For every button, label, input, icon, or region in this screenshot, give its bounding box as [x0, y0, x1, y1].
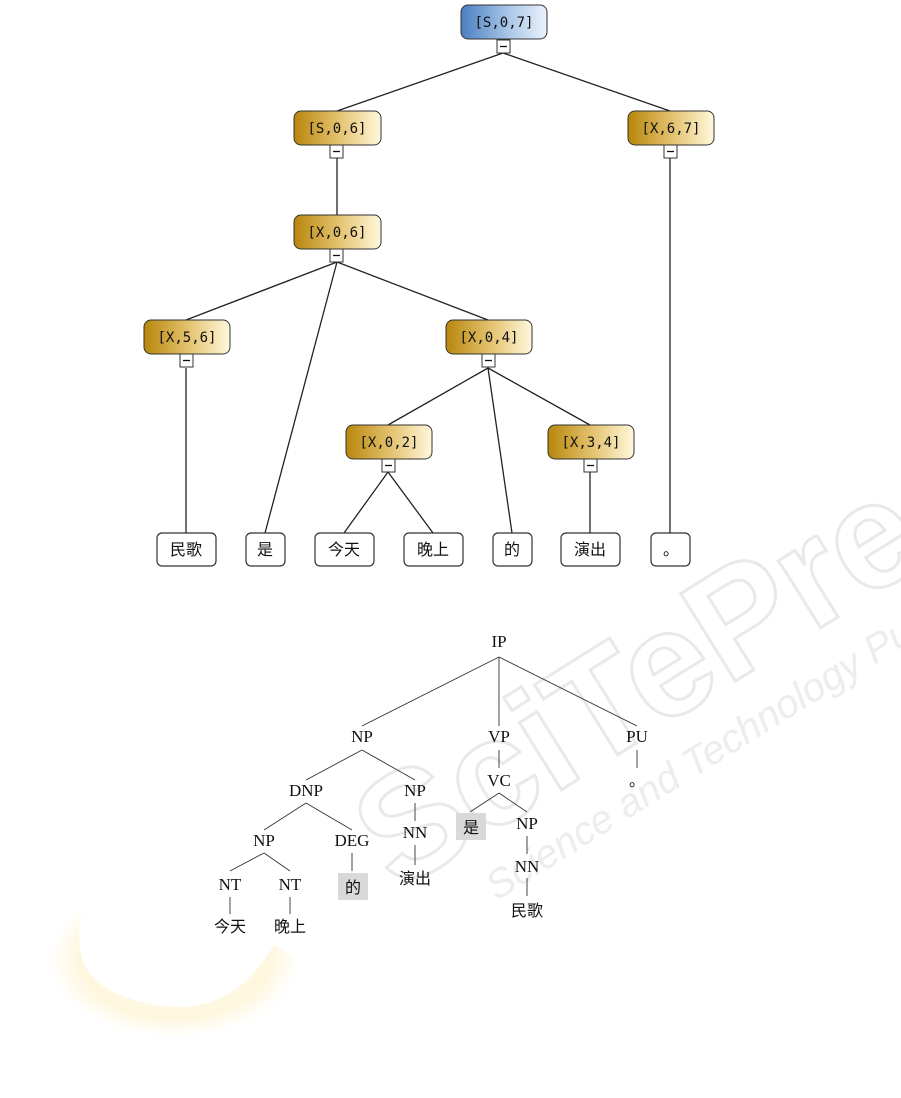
label-nn: NN: [515, 857, 540, 876]
label-deg: DEG: [335, 831, 370, 850]
node-x-5-6: [X,5,6]: [144, 320, 230, 354]
collapse-toggle[interactable]: [180, 354, 193, 367]
leaf-word: 的: [504, 540, 520, 559]
leaf-word: 今天: [328, 540, 360, 559]
collapse-toggle[interactable]: [584, 459, 597, 472]
node-label: [S,0,6]: [307, 121, 366, 137]
node-label: [X,0,2]: [359, 435, 418, 451]
label-dnp: DNP: [289, 781, 323, 800]
node-x-0-6: [X,0,6]: [294, 215, 381, 249]
leaf-jintian: 今天: [315, 533, 374, 566]
word-period: 。: [629, 771, 645, 790]
leaf-period: 。: [651, 533, 690, 566]
node-label: [S,0,7]: [474, 15, 533, 31]
label-vp: VP: [488, 727, 510, 746]
node-x-0-2: [X,0,2]: [346, 425, 432, 459]
label-np: NP: [253, 831, 275, 850]
collapse-toggle[interactable]: [664, 145, 677, 158]
label-nt: NT: [279, 875, 302, 894]
label-np: NP: [404, 781, 426, 800]
watermark: SciTePress Science and Technology Public…: [49, 354, 901, 1036]
node-x-3-4: [X,3,4]: [548, 425, 634, 459]
node-x-0-4: [X,0,4]: [446, 320, 532, 354]
label-np: NP: [516, 814, 538, 833]
label-ip: IP: [491, 632, 506, 651]
leaf-word: 民歌: [170, 540, 202, 559]
collapse-toggle[interactable]: [330, 249, 343, 262]
word-shi: 是: [463, 818, 479, 837]
leaf-de: 的: [493, 533, 532, 566]
word-de: 的: [345, 878, 361, 897]
node-s-0-6: [S,0,6]: [294, 111, 381, 145]
label-np: NP: [351, 727, 373, 746]
collapse-toggle[interactable]: [382, 459, 395, 472]
word-wanshang: 晚上: [274, 917, 306, 936]
collapse-toggle[interactable]: [330, 145, 343, 158]
word-yanchu: 演出: [399, 869, 431, 888]
node-label: [X,0,4]: [459, 330, 518, 346]
label-vc: VC: [487, 771, 511, 790]
leaf-shi: 是: [246, 533, 285, 566]
label-nn: NN: [403, 823, 428, 842]
label-pu: PU: [626, 727, 648, 746]
node-label: [X,6,7]: [641, 121, 700, 137]
node-x-6-7: [X,6,7]: [628, 111, 714, 145]
node-label: [X,5,6]: [157, 330, 216, 346]
leaf-word: 。: [663, 540, 679, 559]
leaf-word: 晚上: [417, 540, 449, 559]
leaf-yanchu: 演出: [561, 533, 620, 566]
leaf-minge: 民歌: [157, 533, 216, 566]
leaf-word: 是: [257, 540, 273, 559]
node-s-0-7: [S,0,7]: [461, 5, 547, 39]
collapse-toggle[interactable]: [497, 40, 510, 53]
node-label: [X,3,4]: [561, 435, 620, 451]
word-minge: 民歌: [511, 901, 543, 920]
node-label: [X,0,6]: [307, 225, 366, 241]
word-jintian: 今天: [214, 917, 246, 936]
leaf-word: 演出: [574, 540, 606, 559]
label-nt: NT: [219, 875, 242, 894]
leaf-wanshang: 晚上: [404, 533, 463, 566]
collapse-toggle[interactable]: [482, 354, 495, 367]
